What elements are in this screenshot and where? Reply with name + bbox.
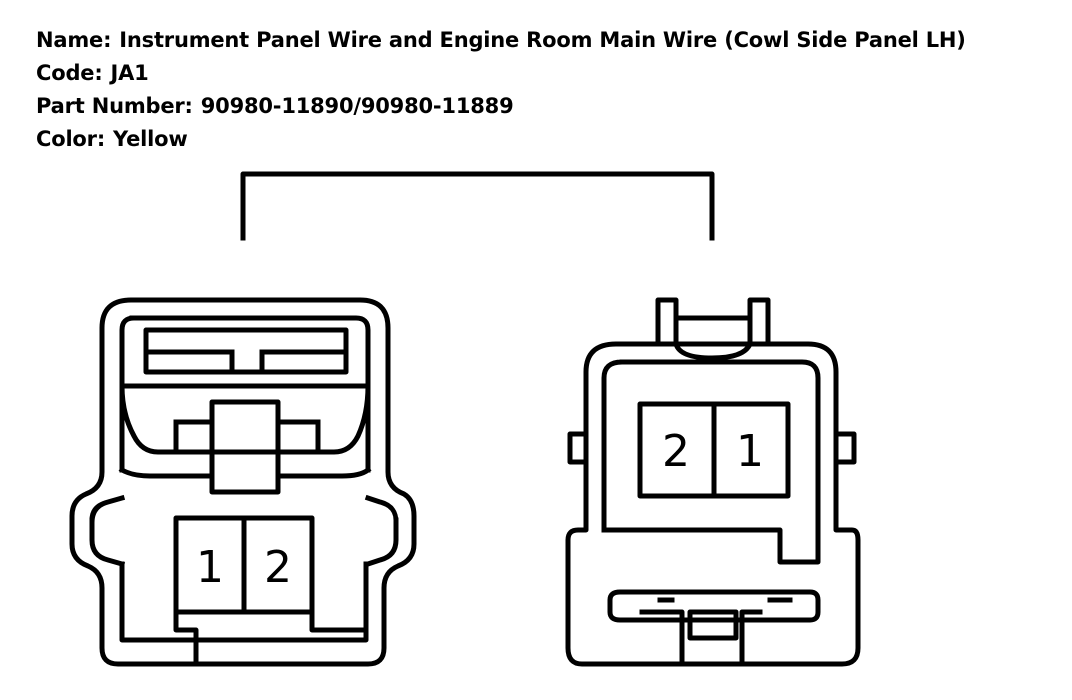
left-connector-top-latch — [143, 327, 349, 375]
left-pin-1: 1 — [196, 542, 224, 593]
name-label: Name: — [36, 28, 112, 52]
code-label: Code: — [36, 61, 103, 85]
right-connector-right-ear — [833, 431, 857, 465]
color-value: Yellow — [113, 127, 188, 151]
name-line: Name: Instrument Panel Wire and Engine Ro… — [36, 24, 966, 57]
right-connector-lock-clip — [655, 297, 771, 347]
code-line: Code: JA1 — [36, 57, 966, 90]
left-connector-inner-wall — [129, 315, 371, 473]
right-connector-bottom-latch — [607, 589, 821, 623]
right-connector-inner-frame — [601, 359, 821, 533]
right-pin-1: 1 — [736, 426, 764, 477]
part-number-line: Part Number: 90980-11890/90980-11889 — [36, 90, 966, 123]
left-connector-latch-hood — [119, 383, 371, 455]
part-number-label: Part Number: — [36, 94, 193, 118]
left-connector: 1 2 — [69, 297, 417, 667]
left-connector-lock-tab — [209, 399, 281, 495]
right-connector: 2 1 — [565, 297, 861, 667]
left-connector-housing — [69, 297, 417, 667]
color-line: Color: Yellow — [36, 123, 966, 156]
color-label: Color: — [36, 127, 106, 151]
left-pin-2: 2 — [264, 542, 292, 593]
right-connector-left-ear — [567, 431, 589, 465]
name-value: Instrument Panel Wire and Engine Room Ma… — [119, 28, 966, 52]
mating-bracket — [240, 171, 715, 241]
right-connector-housing — [565, 341, 861, 667]
right-pin-2: 2 — [662, 426, 690, 477]
right-connector-latch-window — [687, 609, 739, 641]
part-number-value: 90980-11890/90980-11889 — [200, 94, 514, 118]
left-connector-key — [173, 609, 369, 667]
code-value: JA1 — [110, 61, 149, 85]
connector-info: Name: Instrument Panel Wire and Engine Ro… — [36, 24, 966, 156]
